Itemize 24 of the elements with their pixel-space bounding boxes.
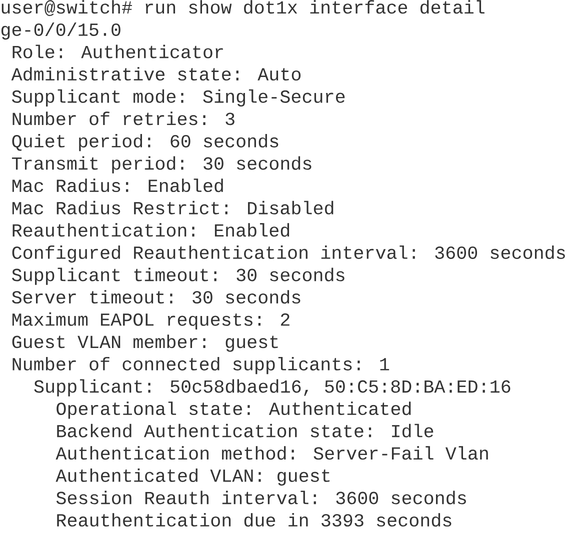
terminal-line: Configured Reauthentication interval: 3600 seconds (12, 245, 565, 263)
terminal-line: Guest VLAN member: guest (12, 334, 278, 352)
terminal-line: Supplicant: 50c58dbaed16, 50:C5:8D:BA:ED:16 (34, 379, 510, 396)
terminal-line: Backend Authentication state: Idle (57, 424, 434, 438)
terminal-line: ge-0/0/15.0 (2, 22, 120, 40)
terminal-line: Transmit period: 30 seconds (12, 156, 312, 174)
terminal-line: Number of connected supplicants: 1 (12, 356, 390, 374)
terminal-line: Supplicant timeout: 30 seconds (12, 268, 344, 285)
terminal-line: Number of retries: 3 (12, 112, 234, 126)
terminal-line: Administrative state: Auto (11, 67, 301, 81)
terminal-line: Operational state: Authenticated (56, 402, 411, 419)
terminal-line: Supplicant mode: Single-Secure (12, 89, 345, 106)
terminal-line: Session Reauth interval: 3600 seconds (56, 490, 466, 504)
terminal-line: Reauthentication: Enabled (12, 223, 290, 237)
terminal-line: user@switch# run show dot1x interface detail (2, 0, 484, 16)
terminal-line: Maximum EAPOL requests: 2 (12, 312, 290, 330)
terminal-line: Quiet period: 60 seconds (12, 134, 278, 152)
terminal-line: Mac Radius: Enabled (12, 178, 223, 192)
terminal-line: Mac Radius Restrict: Disabled (12, 200, 334, 214)
terminal-line: Role: Authenticator (12, 44, 223, 58)
terminal-line: Reauthentication due in 3393 seconds (57, 513, 452, 527)
terminal-line: Server timeout: 30 seconds (12, 290, 300, 304)
terminal-line: Authentication method: Server-Fail Vlan (56, 446, 488, 460)
terminal-line: Authenticated VLAN: guest (56, 468, 330, 486)
